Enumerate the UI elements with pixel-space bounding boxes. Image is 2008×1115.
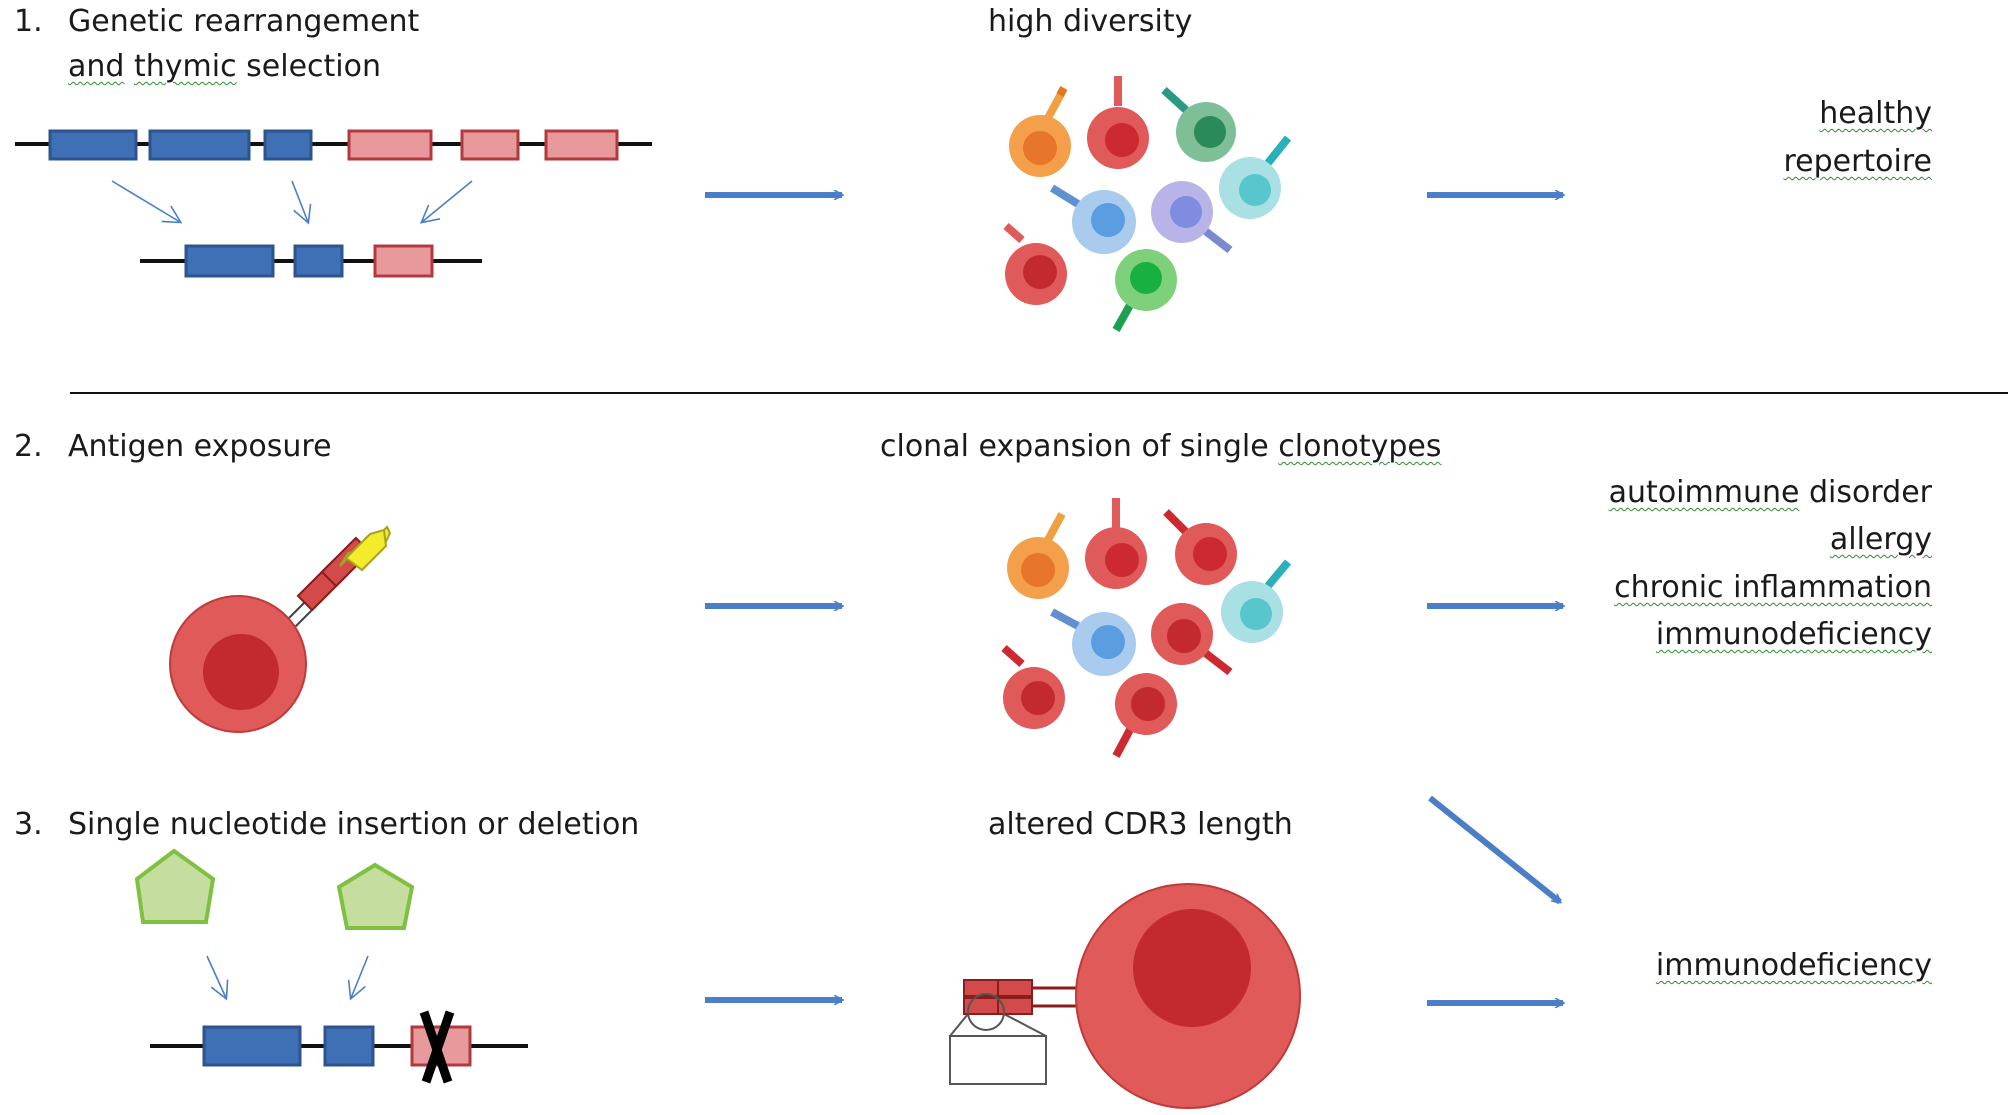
row3-result-label: altered CDR3 length xyxy=(988,807,1293,842)
t-cell-icon xyxy=(1009,86,1071,177)
row2-result-text: clonal expansion of single xyxy=(880,429,1269,464)
t-cell-icon xyxy=(1112,249,1177,332)
t-cell-icon xyxy=(1085,498,1147,589)
gene-segment-icon xyxy=(323,1025,375,1067)
row1-gene-rearrangement xyxy=(15,129,652,278)
row2-outcome-autoimmune: autoimmune disorder xyxy=(1609,475,1932,511)
gene-segment-icon xyxy=(48,129,138,161)
gene-segment-icon xyxy=(293,244,344,278)
row1-outcome-repertoire: repertoire xyxy=(1783,144,1932,179)
row1-result-label: high diversity xyxy=(988,4,1193,39)
deletion-cross-icon xyxy=(419,1010,455,1084)
gene-segment-icon xyxy=(347,129,433,161)
row2-number: 2. xyxy=(14,429,43,464)
t-cell-icon xyxy=(1001,645,1065,729)
gene-segment-icon xyxy=(148,129,251,161)
diverse-t-cell-cluster xyxy=(1003,76,1292,332)
t-cell-icon xyxy=(1049,184,1136,254)
t-cell-icon xyxy=(1151,603,1233,676)
pentagon-icon xyxy=(134,848,216,924)
row1-heading-line1: Genetic rearrangement xyxy=(68,4,420,39)
row3-heading: Single nucleotide insertion or deletion xyxy=(68,807,640,842)
row2-result-label: clonal expansion of single clonotypes xyxy=(880,429,1441,465)
insertion-arrow xyxy=(347,955,369,1001)
row2-outcome-word: autoimmune xyxy=(1608,475,1800,510)
row1-heading-word: selection xyxy=(246,49,381,84)
t-cell-icon xyxy=(1219,135,1292,219)
antigen-exposed-t-cell xyxy=(169,525,392,733)
gene-segment-icon xyxy=(184,244,275,278)
row1-outcome-healthy: healthy xyxy=(1819,96,1932,131)
row1-heading-line2: and thymic selection xyxy=(68,49,381,85)
pentagon-icon xyxy=(336,862,415,930)
row2-outcome-immunodeficiency: immunodeficiency xyxy=(1655,617,1932,652)
row2-result-text-underlined: clonotypes xyxy=(1278,429,1442,464)
row3-number: 3. xyxy=(14,807,43,842)
row1-number: 1. xyxy=(14,4,43,39)
row2-outcome-allergy: allergy xyxy=(1829,522,1932,557)
t-cell-icon xyxy=(1087,76,1149,169)
t-cell-icon xyxy=(1151,181,1233,254)
row2-outcome-chronic-inflammation: chronic inflammation xyxy=(1614,570,1932,605)
clonal-expansion-cluster xyxy=(1001,498,1292,758)
process-arrow-diagonal xyxy=(1428,795,1560,905)
t-cell-icon xyxy=(1221,559,1292,643)
t-cell-icon xyxy=(1003,222,1067,305)
t-cell-icon xyxy=(1161,87,1236,162)
t-cell-icon xyxy=(1007,512,1069,599)
t-cell-icon xyxy=(1163,509,1237,585)
gene-segment-icon xyxy=(544,129,619,161)
t-cell-icon xyxy=(1112,673,1177,758)
row2-outcome-word: disorder xyxy=(1808,475,1932,510)
row1-heading-word: and xyxy=(68,49,125,84)
row2-heading: Antigen exposure xyxy=(68,429,332,464)
gene-segment-icon xyxy=(202,1025,302,1067)
insertion-arrow xyxy=(206,955,229,1001)
rearrangement-arrow xyxy=(111,180,183,224)
row1-heading-word: thymic xyxy=(134,49,237,84)
gene-segment-icon xyxy=(373,244,434,278)
altered-cdr3-t-cell xyxy=(949,883,1301,1109)
rearrangement-arrow xyxy=(291,180,312,225)
gene-segment-icon xyxy=(263,129,313,161)
t-cell-icon xyxy=(1050,608,1136,676)
gene-segment-icon xyxy=(460,129,520,161)
rearrangement-arrow xyxy=(419,180,473,224)
nucleotide-change xyxy=(134,848,528,1084)
row3-outcome-immunodeficiency: immunodeficiency xyxy=(1655,948,1932,983)
